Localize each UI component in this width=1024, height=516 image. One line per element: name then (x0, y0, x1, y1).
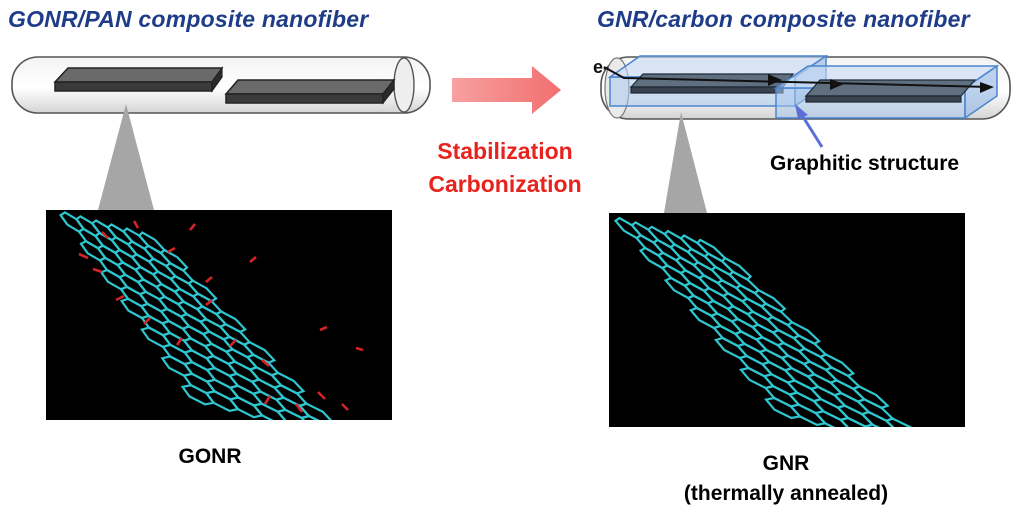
gonr-caption: GONR (178, 445, 242, 468)
oxygen-group-stub (143, 317, 151, 325)
gnr-structure-image (609, 213, 965, 427)
oxygen-group-stub (92, 267, 103, 274)
oxygen-group-stub (189, 223, 196, 231)
oxygen-group-stub (263, 395, 272, 405)
gnr-caption-line2: (thermally annealed) (683, 482, 889, 505)
oxygen-group-stub (167, 246, 176, 254)
right-zoom-wedge (664, 112, 707, 213)
oxygen-group-stub (101, 231, 109, 239)
electron-path (603, 66, 991, 88)
gonr-sheet-2 (224, 78, 396, 105)
oxygen-functional-groups (78, 220, 364, 413)
oxygen-group-stub (341, 403, 349, 411)
electron-arrowheads (768, 74, 994, 93)
gnr-lattice (613, 216, 912, 427)
gnr-caption: GNR (thermally annealed) (626, 449, 946, 509)
process-step-carbonization: Carbonization (428, 171, 582, 197)
oxygen-group-stub (229, 339, 237, 347)
lattice-hexagon (299, 414, 320, 420)
oxygen-group-stub (261, 359, 270, 367)
graphitic-pointer-head (795, 104, 808, 119)
electron-label: e- (593, 57, 609, 77)
oxygen-group-stub (205, 276, 213, 283)
gonr-sheet-1 (53, 66, 224, 93)
oxygen-group-stub (319, 325, 328, 332)
lattice-hexagon (863, 423, 880, 427)
lattice-hexagon (884, 417, 912, 427)
graphitic-structure-label: Graphitic structure (770, 152, 960, 175)
left-title: GONR/PAN composite nanofiber (8, 6, 369, 32)
lattice-hexagon (297, 402, 333, 420)
oxygen-group-stub (115, 294, 125, 302)
oxygen-group-stub (317, 391, 326, 400)
oxygen-group-stub (205, 299, 213, 306)
oxygen-group-stub (132, 220, 140, 229)
graphitic-pointer-arrow (798, 111, 824, 148)
process-arrow (452, 66, 561, 114)
gonr-lattice (59, 211, 333, 420)
oxygen-group-stub (78, 252, 89, 260)
oxygen-group-stub (175, 337, 184, 346)
left-zoom-wedge (98, 104, 154, 210)
process-step-stabilization: Stabilization (437, 138, 573, 164)
right-title: GNR/carbon composite nanofiber (597, 6, 970, 32)
gonr-structure-image (46, 210, 392, 420)
oxygen-group-stub (249, 256, 257, 263)
gnr-caption-line1: GNR (762, 452, 810, 475)
oxygen-group-stub (294, 403, 304, 413)
oxygen-group-stub (355, 346, 364, 352)
